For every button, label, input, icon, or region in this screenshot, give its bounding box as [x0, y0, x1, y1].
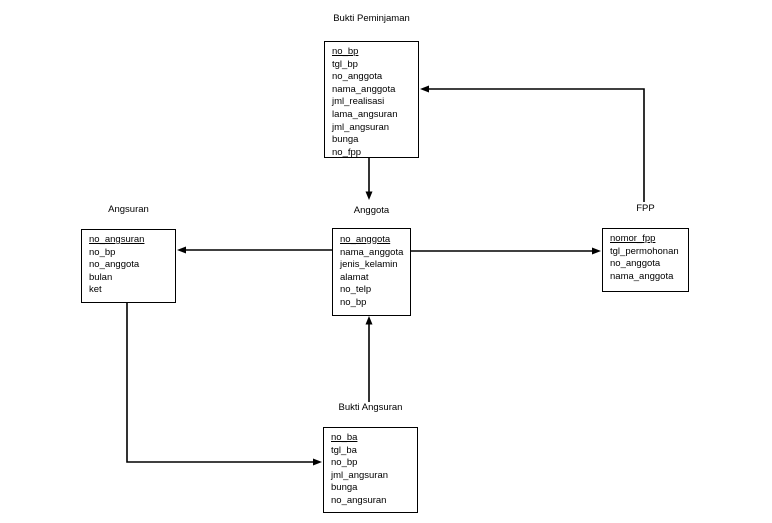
field-nama-anggota: nama_anggota: [340, 246, 404, 258]
field-tgl-ba: tgl_ba: [331, 444, 357, 456]
field-no-ba: no_ba: [331, 432, 358, 443]
field-bunga: bunga: [332, 134, 359, 146]
entity-box-anggota: no_anggota nama_anggota jenis_kelamin al…: [332, 228, 411, 316]
connector-bukti-peminjaman-to-anggota: [365, 158, 373, 200]
field-alamat: alamat: [340, 271, 369, 283]
entity-box-bukti-angsuran: no_ba tgl_ba no_bp jml_angsuran bunga no…: [323, 427, 418, 513]
field-tgl-permohonan: tgl_permohonan: [610, 245, 679, 257]
field-no-anggota: no_anggota: [332, 71, 383, 83]
field-nama-anggota: nama_anggota: [332, 83, 396, 95]
connector-bukti-angsuran-to-anggota: [365, 316, 373, 402]
field-bulan: bulan: [89, 271, 113, 283]
field-bunga: bunga: [331, 482, 358, 494]
field-jml-angsuran: jml_angsuran: [331, 469, 389, 481]
field-no-fpp: no_fpp: [332, 146, 362, 158]
arrowhead-up-icon: [365, 316, 373, 325]
entity-title-bukti-angsuran: Bukti Angsuran: [338, 402, 403, 413]
field-no-telp: no_telp: [340, 284, 372, 296]
field-no-angsuran: no_angsuran: [331, 494, 387, 506]
field-no-bp: no_bp: [332, 46, 359, 57]
connector-fpp-to-bukti-peminjaman: [420, 85, 645, 202]
connector-line: [126, 303, 314, 463]
arrowhead-left-icon: [177, 246, 186, 254]
field-no-bp: no_bp: [89, 246, 116, 258]
field-no-bp: no_bp: [331, 457, 358, 469]
connector-line: [428, 88, 645, 202]
field-tgl-bp: tgl_bp: [332, 58, 358, 70]
field-lama-angsuran: lama_angsuran: [332, 108, 398, 120]
arrowhead-down-icon: [365, 191, 373, 200]
field-jenis-kelamin: jenis_kelamin: [340, 259, 398, 271]
field-jml-angsuran: jml_angsuran: [332, 121, 390, 133]
field-nomor-fpp: nomor_fpp: [610, 233, 656, 244]
arrowhead-right-icon: [313, 458, 322, 466]
field-no-anggota: no_anggota: [340, 234, 391, 245]
entity-title-angsuran: Angsuran: [108, 204, 149, 215]
entity-box-bukti-peminjaman: no_bp tgl_bp no_anggota nama_anggota jml…: [324, 41, 419, 158]
entity-box-fpp: nomor_fpp tgl_permohonan no_anggota nama…: [602, 228, 689, 292]
field-no-anggota: no_anggota: [610, 258, 661, 270]
connector-angsuran-to-bukti-angsuran: [126, 303, 322, 466]
field-no-bp: no_bp: [340, 296, 367, 308]
entity-box-angsuran: no_angsuran no_bp no_anggota bulan ket: [81, 229, 176, 303]
connector-anggota-to-angsuran: [177, 246, 332, 254]
field-no-angsuran: no_angsuran: [89, 234, 145, 245]
entity-title-fpp: FPP: [636, 203, 655, 214]
field-nama-anggota: nama_anggota: [610, 270, 674, 282]
field-no-anggota: no_anggota: [89, 259, 140, 271]
field-ket: ket: [89, 284, 102, 296]
entity-title-bukti-peminjaman: Bukti Peminjaman: [333, 13, 410, 24]
arrowhead-left-icon: [420, 85, 429, 93]
entity-title-anggota: Anggota: [353, 205, 390, 216]
arrowhead-right-icon: [592, 247, 601, 255]
field-jml-realisasi: jml_realisasi: [332, 96, 385, 108]
connector-anggota-to-fpp: [411, 247, 601, 255]
